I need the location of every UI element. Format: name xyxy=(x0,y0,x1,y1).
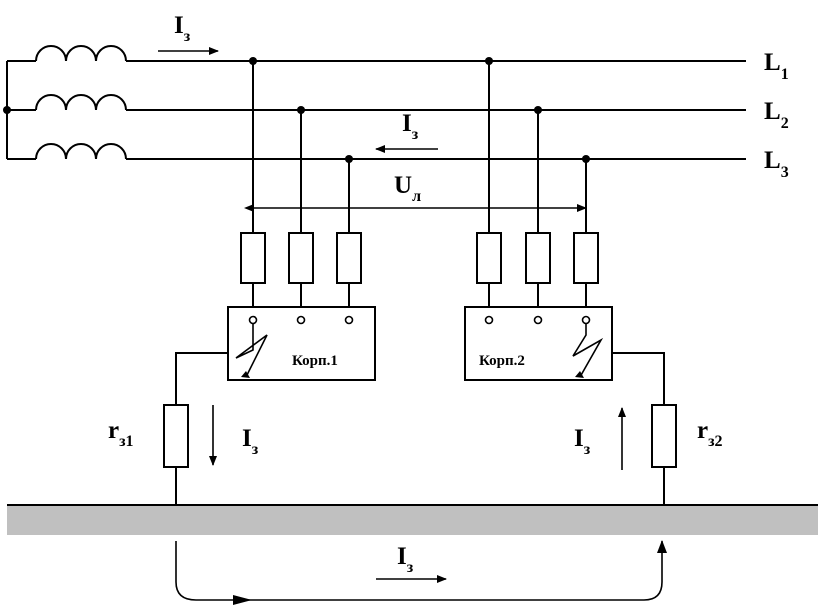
resistor-label-2: rз2 xyxy=(697,417,723,450)
ground-resistor-2 xyxy=(651,404,677,468)
housing-2-label: Корп.2 xyxy=(479,353,525,369)
earth-current-arrowhead xyxy=(233,595,252,605)
fault-current-label-earth: Iз xyxy=(397,543,414,576)
fault-current-label-l3: Iз xyxy=(402,110,419,143)
fuse xyxy=(476,232,502,284)
coil-phase-3 xyxy=(35,143,127,160)
fault-current-label-r2: Iз xyxy=(574,425,591,458)
fuse xyxy=(525,232,551,284)
earth-current-path xyxy=(175,541,663,601)
ground-resistor-1 xyxy=(163,404,189,468)
fuse xyxy=(336,232,362,284)
fuses xyxy=(240,232,599,284)
fault-current-label-r1: Iз xyxy=(242,425,259,458)
line-voltage-label: Uл xyxy=(394,172,421,205)
fuse xyxy=(288,232,314,284)
fault-symbol-2 xyxy=(572,324,604,378)
earth-current-arrowhead-up xyxy=(657,540,667,553)
coil-phase-1 xyxy=(35,45,127,62)
housing-1-label: Корп.1 xyxy=(292,353,338,369)
fuse xyxy=(240,232,266,284)
resistor-label-1: rз1 xyxy=(108,417,134,450)
generator-windings xyxy=(3,45,127,160)
coil-phase-2 xyxy=(35,94,127,111)
phase-label-3: L3 xyxy=(764,147,789,181)
fuse xyxy=(573,232,599,284)
ground-wire-1 xyxy=(175,352,228,405)
phase-label-1: L1 xyxy=(764,49,789,83)
fault-current-label-top: Iз xyxy=(174,12,191,45)
earth-strip xyxy=(7,505,818,535)
phase-label-2: L2 xyxy=(764,98,789,132)
fault-symbol-1 xyxy=(235,324,268,378)
ground-wire-2 xyxy=(612,352,665,405)
